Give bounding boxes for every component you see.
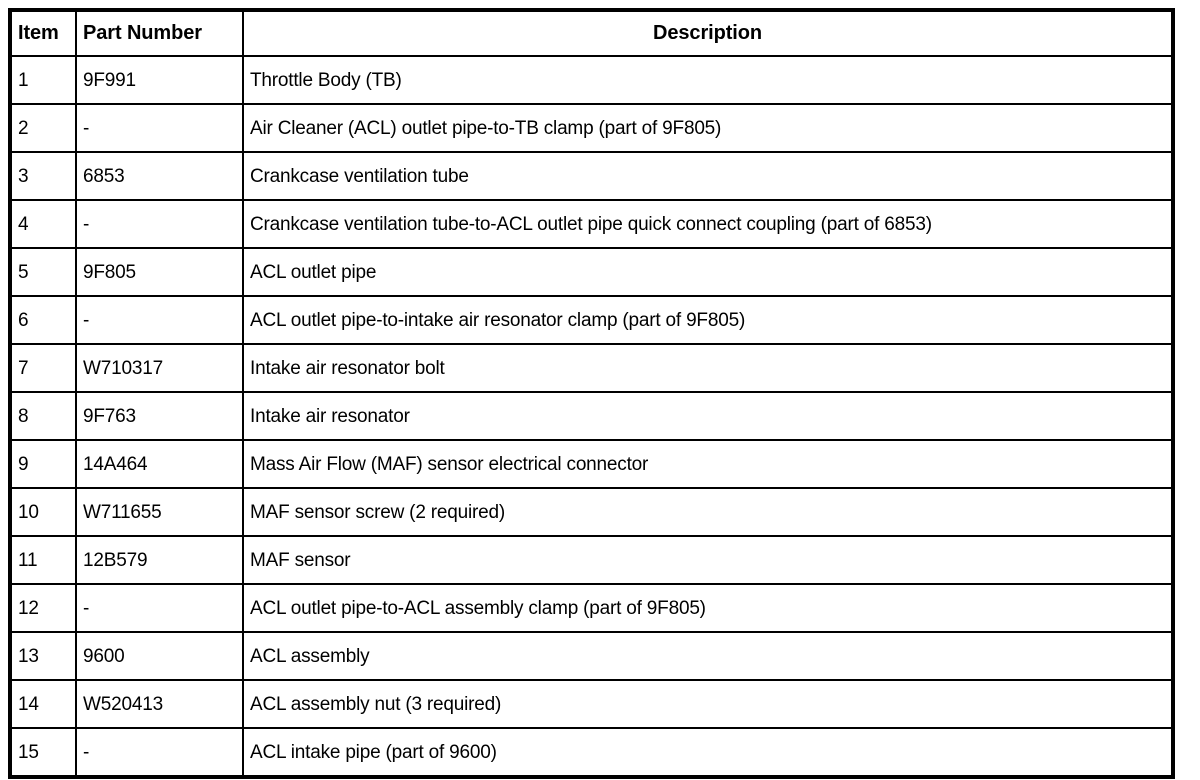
cell-item: 10 (9, 487, 77, 537)
table-row: 4-Crankcase ventilation tube-to-ACL outl… (9, 199, 1174, 249)
column-header-item: Item (9, 9, 77, 57)
cell-description: ACL outlet pipe-to-ACL assembly clamp (p… (242, 583, 1174, 633)
cell-part-number: 9F991 (75, 55, 244, 105)
table-row: 6-ACL outlet pipe-to-intake air resonato… (9, 295, 1174, 345)
cell-item: 12 (9, 583, 77, 633)
column-header-part-number: Part Number (75, 9, 244, 57)
cell-part-number: 14A464 (75, 439, 244, 489)
cell-item: 1 (9, 55, 77, 105)
cell-description: MAF sensor (242, 535, 1174, 585)
cell-item: 11 (9, 535, 77, 585)
cell-description: Crankcase ventilation tube (242, 151, 1174, 201)
cell-part-number: W711655 (75, 487, 244, 537)
cell-part-number: - (75, 295, 244, 345)
cell-description: Intake air resonator (242, 391, 1174, 441)
cell-item: 3 (9, 151, 77, 201)
cell-item: 6 (9, 295, 77, 345)
cell-part-number: W520413 (75, 679, 244, 729)
table-header: Item Part Number Description (9, 9, 1174, 57)
cell-part-number: 6853 (75, 151, 244, 201)
cell-part-number: 12B579 (75, 535, 244, 585)
cell-item: 5 (9, 247, 77, 297)
cell-part-number: - (75, 103, 244, 153)
cell-description: MAF sensor screw (2 required) (242, 487, 1174, 537)
cell-description: Intake air resonator bolt (242, 343, 1174, 393)
cell-item: 15 (9, 727, 77, 778)
cell-part-number: 9F805 (75, 247, 244, 297)
cell-description: ACL outlet pipe (242, 247, 1174, 297)
cell-part-number: - (75, 727, 244, 778)
cell-part-number: 9600 (75, 631, 244, 681)
cell-description: Crankcase ventilation tube-to-ACL outlet… (242, 199, 1174, 249)
table-row: 12-ACL outlet pipe-to-ACL assembly clamp… (9, 583, 1174, 633)
cell-description: Throttle Body (TB) (242, 55, 1174, 105)
cell-part-number: W710317 (75, 343, 244, 393)
table-row: 15-ACL intake pipe (part of 9600) (9, 727, 1174, 778)
cell-item: 4 (9, 199, 77, 249)
cell-description: ACL assembly nut (3 required) (242, 679, 1174, 729)
cell-item: 7 (9, 343, 77, 393)
cell-description: Air Cleaner (ACL) outlet pipe-to-TB clam… (242, 103, 1174, 153)
header-row: Item Part Number Description (9, 9, 1174, 57)
cell-item: 14 (9, 679, 77, 729)
cell-part-number: 9F763 (75, 391, 244, 441)
cell-description: ACL assembly (242, 631, 1174, 681)
cell-item: 9 (9, 439, 77, 489)
cell-description: ACL intake pipe (part of 9600) (242, 727, 1174, 778)
cell-item: 8 (9, 391, 77, 441)
cell-description: ACL outlet pipe-to-intake air resonator … (242, 295, 1174, 345)
cell-part-number: - (75, 583, 244, 633)
cell-part-number: - (75, 199, 244, 249)
cell-description: Mass Air Flow (MAF) sensor electrical co… (242, 439, 1174, 489)
table-row: 2-Air Cleaner (ACL) outlet pipe-to-TB cl… (9, 103, 1174, 153)
cell-item: 2 (9, 103, 77, 153)
column-header-description: Description (242, 9, 1174, 57)
cell-item: 13 (9, 631, 77, 681)
